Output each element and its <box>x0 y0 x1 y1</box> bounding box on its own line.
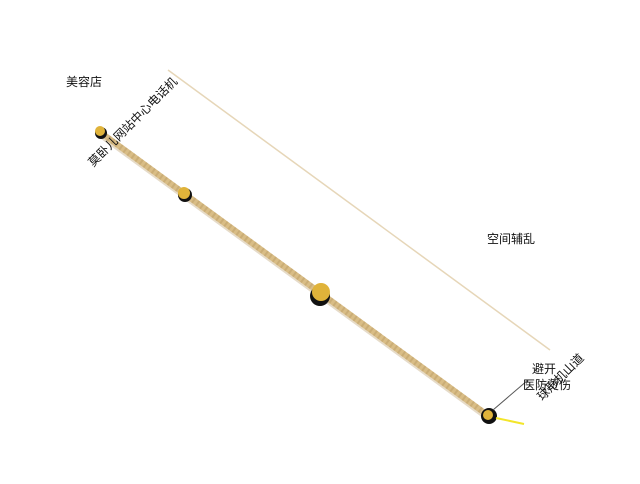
label-middle: 空间辅乱 <box>487 232 536 246</box>
bead-end <box>481 408 497 424</box>
label-bottom-right-2: 医防烫伤 <box>523 378 572 392</box>
leader-line-bottom <box>492 379 529 411</box>
label-top: 美容店 <box>66 75 103 89</box>
guide-line <box>167 69 551 351</box>
label-bottom-right-1: 避开 <box>532 362 557 376</box>
bead-small <box>178 187 192 202</box>
rope <box>97 129 489 417</box>
bead-top <box>95 126 107 139</box>
accent-stroke <box>495 417 525 425</box>
bead-large <box>310 283 330 306</box>
